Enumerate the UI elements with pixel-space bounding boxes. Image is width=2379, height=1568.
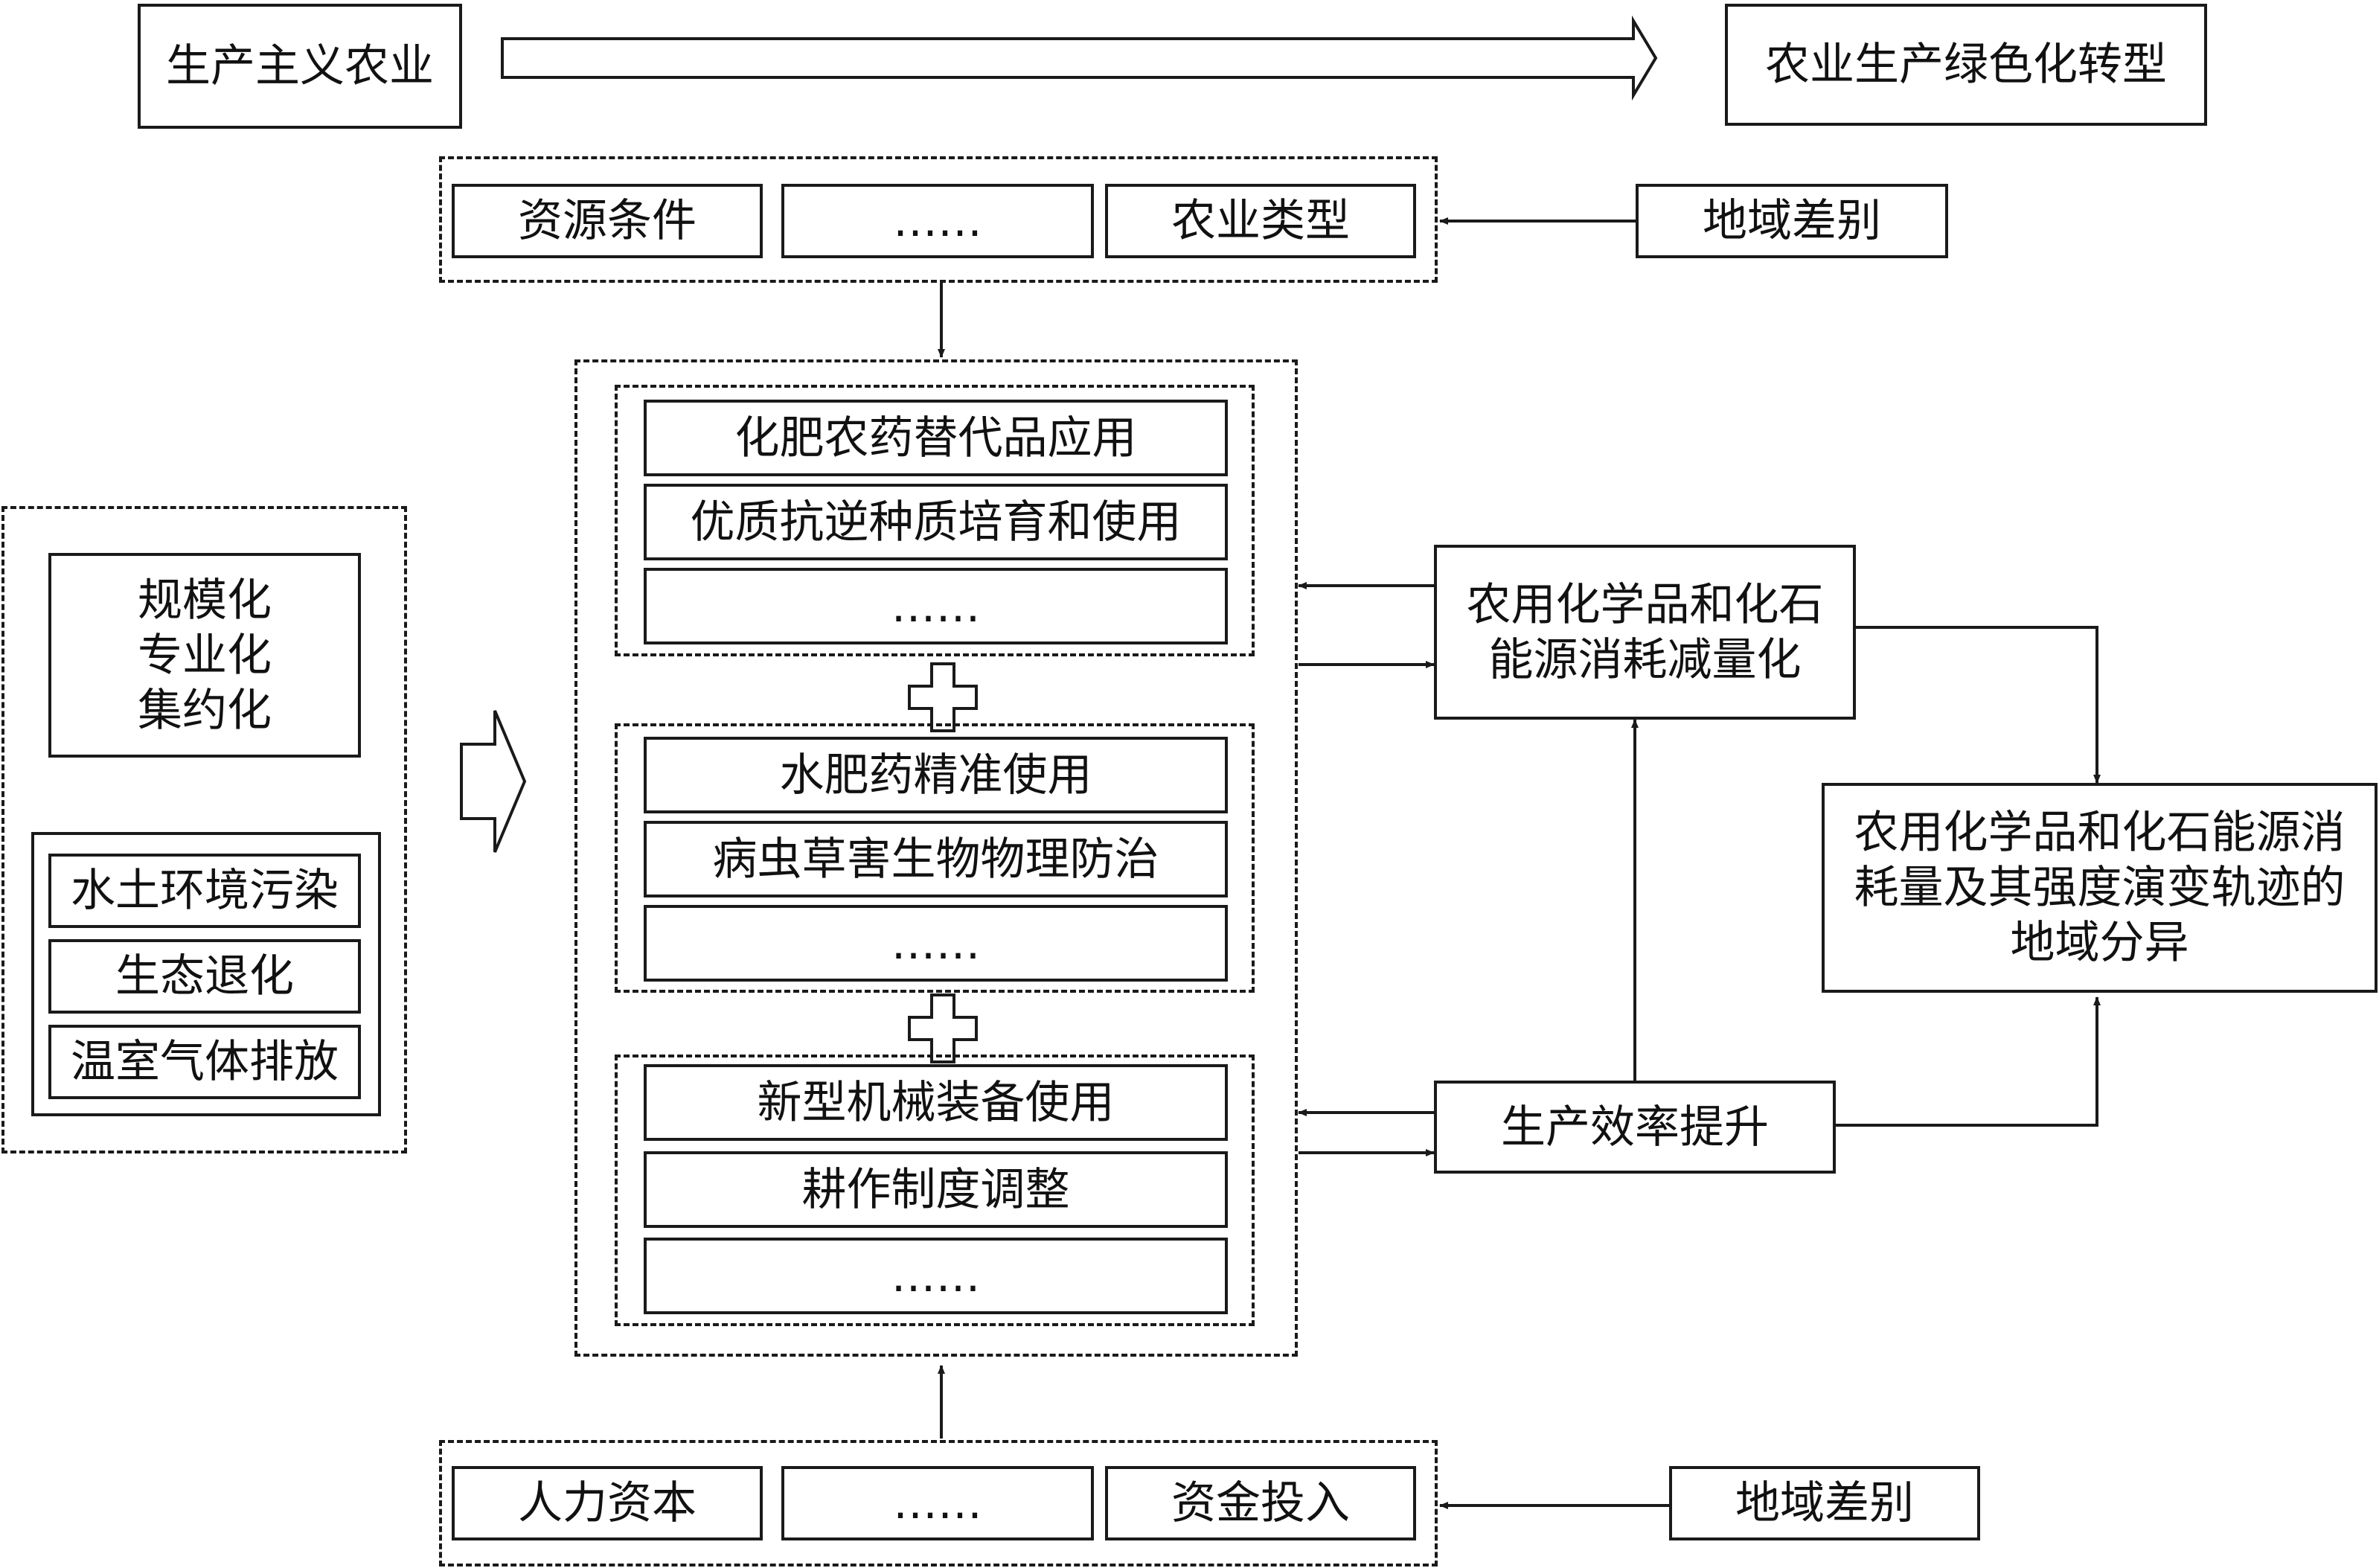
human-capital-box: 人力资本	[452, 1466, 763, 1540]
left-context-group	[1, 506, 407, 1153]
measures-group-1	[615, 385, 1255, 656]
measure-group1-ellipsis-box: ……	[644, 568, 1228, 644]
measure-biocontrol-label: 病虫草害生物物理防治	[712, 833, 1159, 886]
resource-conditions-label: 资源条件	[518, 195, 697, 247]
problem-pollution-box: 水土环境污染	[48, 854, 361, 928]
transition-hollow-arrow	[501, 15, 1658, 101]
problem-degradation-label: 生态退化	[115, 950, 294, 1002]
measures-group-3	[615, 1055, 1255, 1326]
outcome-box: 农用化学品和化石能源消 耗量及其强度演变轨迹的 地域分异	[1822, 783, 2378, 993]
measures-group-2	[615, 723, 1255, 993]
reduction-box: 农用化学品和化石 能源消耗减量化	[1434, 545, 1856, 720]
measure-group2-ellipsis-box: ……	[644, 905, 1228, 982]
green-transition-label: 农业生产绿色化转型	[1765, 39, 2167, 91]
top-conditions-group	[439, 156, 1438, 283]
agriculture-type-label: 农业类型	[1171, 195, 1350, 247]
efficiency-box: 生产效率提升	[1434, 1081, 1836, 1174]
productivist-agriculture-box: 生产主义农业	[138, 4, 462, 129]
agriculture-type-box: 农业类型	[1105, 184, 1416, 258]
capital-investment-box: 资金投入	[1105, 1466, 1416, 1540]
measure-group3-ellipsis-label: ……	[891, 1249, 981, 1302]
top-ellipsis-label: ……	[893, 195, 982, 247]
top-region-difference-box: 地域差别	[1636, 184, 1948, 258]
measure-germplasm-label: 优质抗逆种质培育和使用	[690, 496, 1182, 548]
bottom-ellipsis-label: ……	[893, 1477, 982, 1529]
measure-precision-box: 水肥药精准使用	[644, 737, 1228, 813]
measure-cropping-label: 耕作制度调整	[801, 1163, 1070, 1216]
measure-germplasm-box: 优质抗逆种质培育和使用	[644, 484, 1228, 560]
bottom-region-difference-box: 地域差别	[1669, 1466, 1980, 1540]
productivist-agriculture-label: 生产主义农业	[166, 40, 434, 92]
top-ellipsis-box: ……	[781, 184, 1094, 258]
problem-emissions-label: 温室气体排放	[71, 1036, 339, 1088]
problem-emissions-box: 温室气体排放	[48, 1025, 361, 1099]
bottom-conditions-group	[439, 1440, 1438, 1567]
measure-substitutes-box: 化肥农药替代品应用	[644, 400, 1228, 476]
plus-sign-2	[908, 993, 978, 1063]
bottom-ellipsis-box: ……	[781, 1466, 1094, 1540]
measure-biocontrol-box: 病虫草害生物物理防治	[644, 821, 1228, 897]
measure-cropping-box: 耕作制度调整	[644, 1151, 1228, 1228]
arrow-reduction-to-outcome	[1856, 626, 2101, 784]
drivers-box: 规模化 专业化 集约化	[48, 553, 361, 758]
reduction-label: 农用化学品和化石 能源消耗减量化	[1466, 578, 1824, 686]
measure-group1-ellipsis-label: ……	[891, 580, 981, 633]
outcome-label: 农用化学品和化石能源消 耗量及其强度演变轨迹的 地域分异	[1854, 807, 2346, 969]
measure-group2-ellipsis-label: ……	[891, 917, 981, 970]
top-region-difference-label: 地域差别	[1703, 195, 1881, 247]
measure-machinery-label: 新型机械装备使用	[757, 1076, 1115, 1129]
plus-sign-1	[908, 662, 978, 732]
measure-precision-label: 水肥药精准使用	[779, 749, 1092, 801]
problem-pollution-label: 水土环境污染	[71, 865, 339, 917]
measures-outer-group	[574, 359, 1298, 1357]
left-to-center-hollow-arrow	[460, 710, 527, 853]
efficiency-label: 生产效率提升	[1501, 1101, 1769, 1153]
resource-conditions-box: 资源条件	[452, 184, 763, 258]
bottom-region-difference-label: 地域差别	[1735, 1477, 1914, 1529]
drivers-label: 规模化 专业化 集约化	[138, 574, 272, 737]
human-capital-label: 人力资本	[518, 1477, 697, 1529]
capital-investment-label: 资金投入	[1171, 1477, 1350, 1529]
measure-machinery-box: 新型机械装备使用	[644, 1064, 1228, 1141]
measure-group3-ellipsis-box: ……	[644, 1238, 1228, 1314]
measure-substitutes-label: 化肥农药替代品应用	[734, 412, 1137, 464]
problem-degradation-box: 生态退化	[48, 939, 361, 1014]
green-transition-box: 农业生产绿色化转型	[1725, 4, 2207, 126]
arrow-efficiency-to-outcome	[1836, 996, 2101, 1127]
